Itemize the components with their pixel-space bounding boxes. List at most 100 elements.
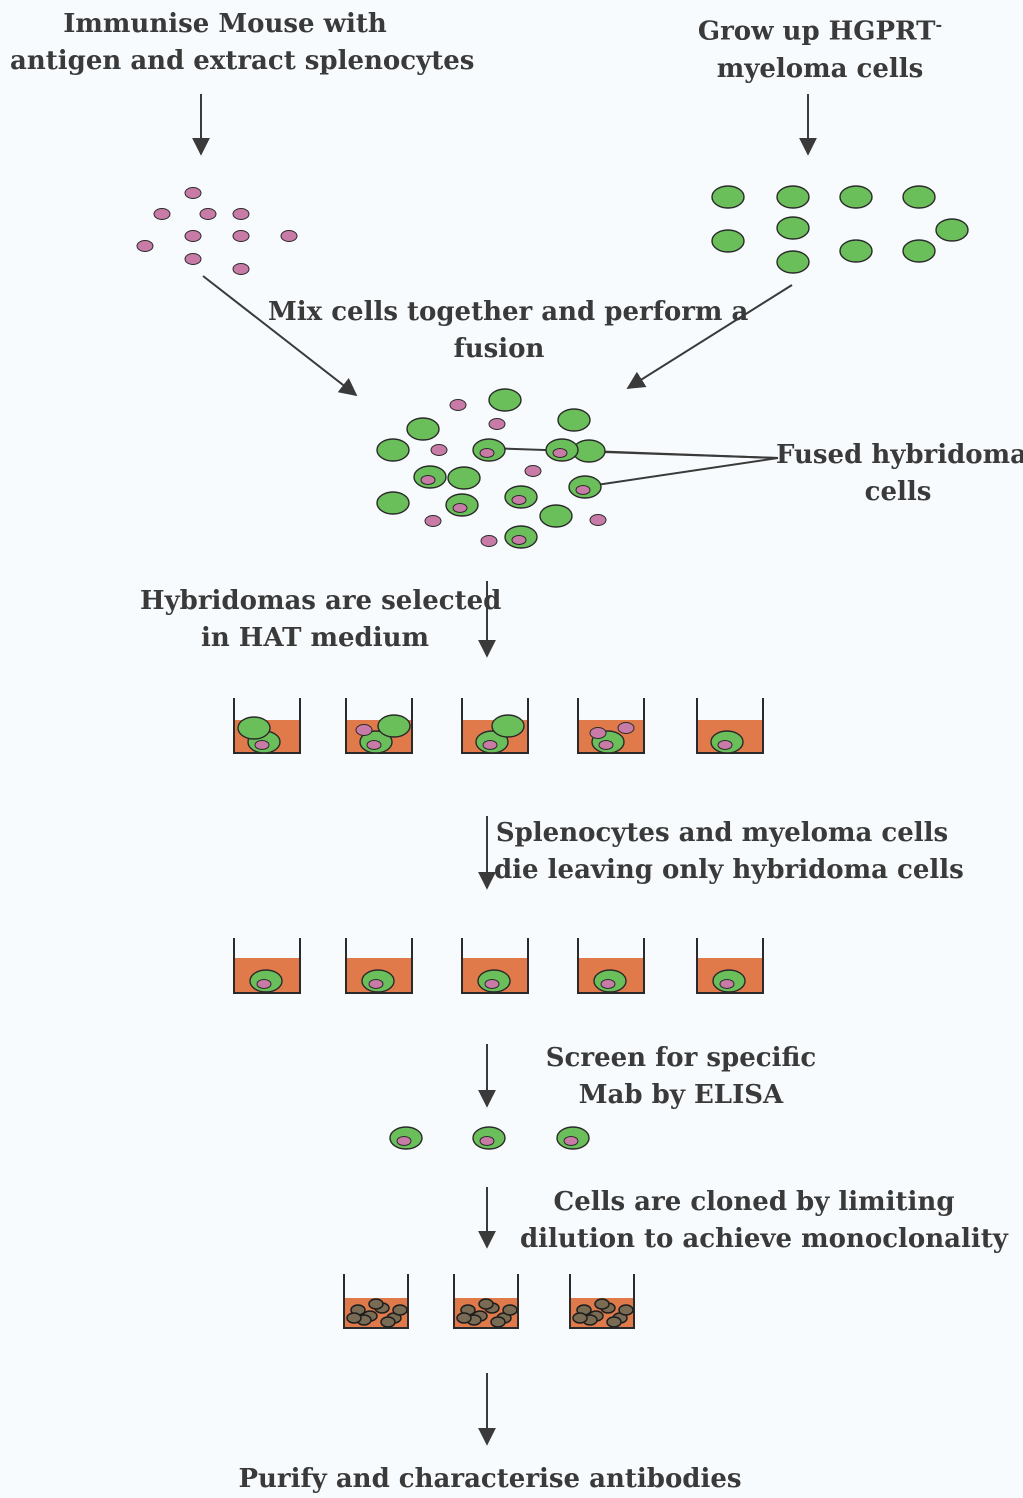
splenocyte-cell xyxy=(232,208,250,220)
splenocyte-cell xyxy=(136,240,154,252)
cloning-label: Cells are cloned by limiting dilution to… xyxy=(520,1184,1008,1258)
hat-well xyxy=(461,698,529,754)
myeloma-cell xyxy=(491,714,525,738)
death-label: Splenocytes and myeloma cells die leavin… xyxy=(494,815,964,889)
selection-line2: in HAT medium xyxy=(200,623,430,653)
splenocyte-cell xyxy=(589,727,607,739)
splenocyte-cell xyxy=(449,399,467,411)
hybridoma-nucleus xyxy=(366,740,382,750)
selected-well xyxy=(345,938,413,994)
arrow-myeloma-to-fusion xyxy=(626,284,793,389)
splenocyte-cell xyxy=(184,230,202,242)
well-outline xyxy=(461,938,529,994)
hybridoma-nucleus xyxy=(479,1136,495,1146)
hat-well xyxy=(345,698,413,754)
myeloma-cell xyxy=(406,417,440,441)
splenocyte-cell xyxy=(232,263,250,275)
hybridoma-nucleus xyxy=(600,979,616,989)
colony-cell xyxy=(572,1312,588,1324)
myeloma-cell xyxy=(839,239,873,263)
fusion-label: Mix cells together and perform a fusion xyxy=(268,294,749,368)
colony-cell xyxy=(346,1312,362,1324)
hat-well xyxy=(696,698,764,754)
myeloma-cell xyxy=(935,218,969,242)
hybridoma-nucleus xyxy=(396,1136,412,1146)
splenocyte-cell xyxy=(355,724,373,736)
fusion-line1: Mix cells together and perform a xyxy=(268,297,749,327)
myeloma-cell xyxy=(776,250,810,274)
clone-well xyxy=(569,1274,635,1329)
myeloma-cell xyxy=(776,185,810,209)
clone-well xyxy=(343,1274,409,1329)
well-outline xyxy=(233,938,301,994)
myeloma-cell xyxy=(711,185,745,209)
myeloma-line1: Grow up HGPRT- xyxy=(697,15,943,47)
myeloma-cell xyxy=(376,491,410,515)
fusion-line2: fusion xyxy=(453,334,545,364)
colony-cell xyxy=(606,1316,622,1328)
cloning-line2: dilution to achieve monoclonality xyxy=(520,1224,1008,1254)
colony-cell xyxy=(368,1298,384,1310)
splenocyte-cell xyxy=(232,230,250,242)
well-outline xyxy=(343,1274,409,1329)
fused-line2: cells xyxy=(864,477,932,507)
death-line2: die leaving only hybridoma cells xyxy=(494,855,964,885)
splenocyte-cell xyxy=(184,187,202,199)
clone-well xyxy=(453,1274,519,1329)
splenocyte-cell xyxy=(488,418,506,430)
splenocyte-cell xyxy=(280,230,298,242)
myeloma-cell xyxy=(711,229,745,253)
fused-line1: Fused hybridoma xyxy=(776,440,1023,470)
colony-cell xyxy=(490,1316,506,1328)
splenocyte-cell xyxy=(184,253,202,265)
colony-cell xyxy=(594,1298,610,1310)
splenocyte-cell xyxy=(199,208,217,220)
colony-cell xyxy=(380,1316,396,1328)
purify-line1: Purify and characterise antibodies xyxy=(238,1464,742,1494)
myeloma-cell xyxy=(539,504,573,528)
selected-well xyxy=(696,938,764,994)
immunise-label: Immunise Mouse with antigen and extract … xyxy=(10,6,475,80)
immunise-line1: Immunise Mouse with xyxy=(63,9,387,39)
colony-cell xyxy=(392,1304,408,1316)
well-outline xyxy=(345,938,413,994)
hybridoma-nucleus xyxy=(482,740,498,750)
hybridoma-nucleus xyxy=(254,740,270,750)
purify-label: Purify and characterise antibodies xyxy=(230,1461,750,1498)
myeloma-cell xyxy=(377,714,411,738)
hybridoma-nucleus xyxy=(717,740,733,750)
hybridoma-nucleus xyxy=(479,448,495,458)
colony-cell xyxy=(478,1298,494,1310)
hybridoma-nucleus xyxy=(552,448,568,458)
colony-cell xyxy=(456,1312,472,1324)
splenocyte-cell xyxy=(430,444,448,456)
hybridoma-nucleus xyxy=(484,979,500,989)
fused-label: Fused hybridoma cells xyxy=(776,437,1023,511)
selected-well xyxy=(577,938,645,994)
hybridoma-nucleus xyxy=(575,485,591,495)
hybridoma-nucleus xyxy=(511,535,527,545)
splenocyte-cell xyxy=(424,515,442,527)
hat-well xyxy=(577,698,645,754)
immunise-line2: antigen and extract splenocytes xyxy=(10,46,475,76)
myeloma-line2: myeloma cells xyxy=(716,53,924,84)
hybridoma-nucleus xyxy=(368,979,384,989)
well-outline xyxy=(569,1274,635,1329)
myeloma-cell xyxy=(557,408,591,432)
myeloma-label: Grow up HGPRT- myeloma cells xyxy=(670,6,970,88)
myeloma-cell xyxy=(902,239,936,263)
hybridoma-nucleus xyxy=(452,503,468,513)
myeloma-cell xyxy=(447,466,481,490)
splenocyte-cell xyxy=(153,208,171,220)
splenocyte-cell xyxy=(480,535,498,547)
cloning-line1: Cells are cloned by limiting xyxy=(553,1187,955,1217)
myeloma-cell xyxy=(902,185,936,209)
splenocyte-cell xyxy=(617,722,635,734)
splenocyte-cell xyxy=(524,465,542,477)
hybridoma-nucleus xyxy=(563,1136,579,1146)
selection-line1: Hybridomas are selected xyxy=(140,586,502,616)
hybridoma-nucleus xyxy=(511,495,527,505)
colony-cell xyxy=(618,1304,634,1316)
myeloma-cell xyxy=(839,185,873,209)
